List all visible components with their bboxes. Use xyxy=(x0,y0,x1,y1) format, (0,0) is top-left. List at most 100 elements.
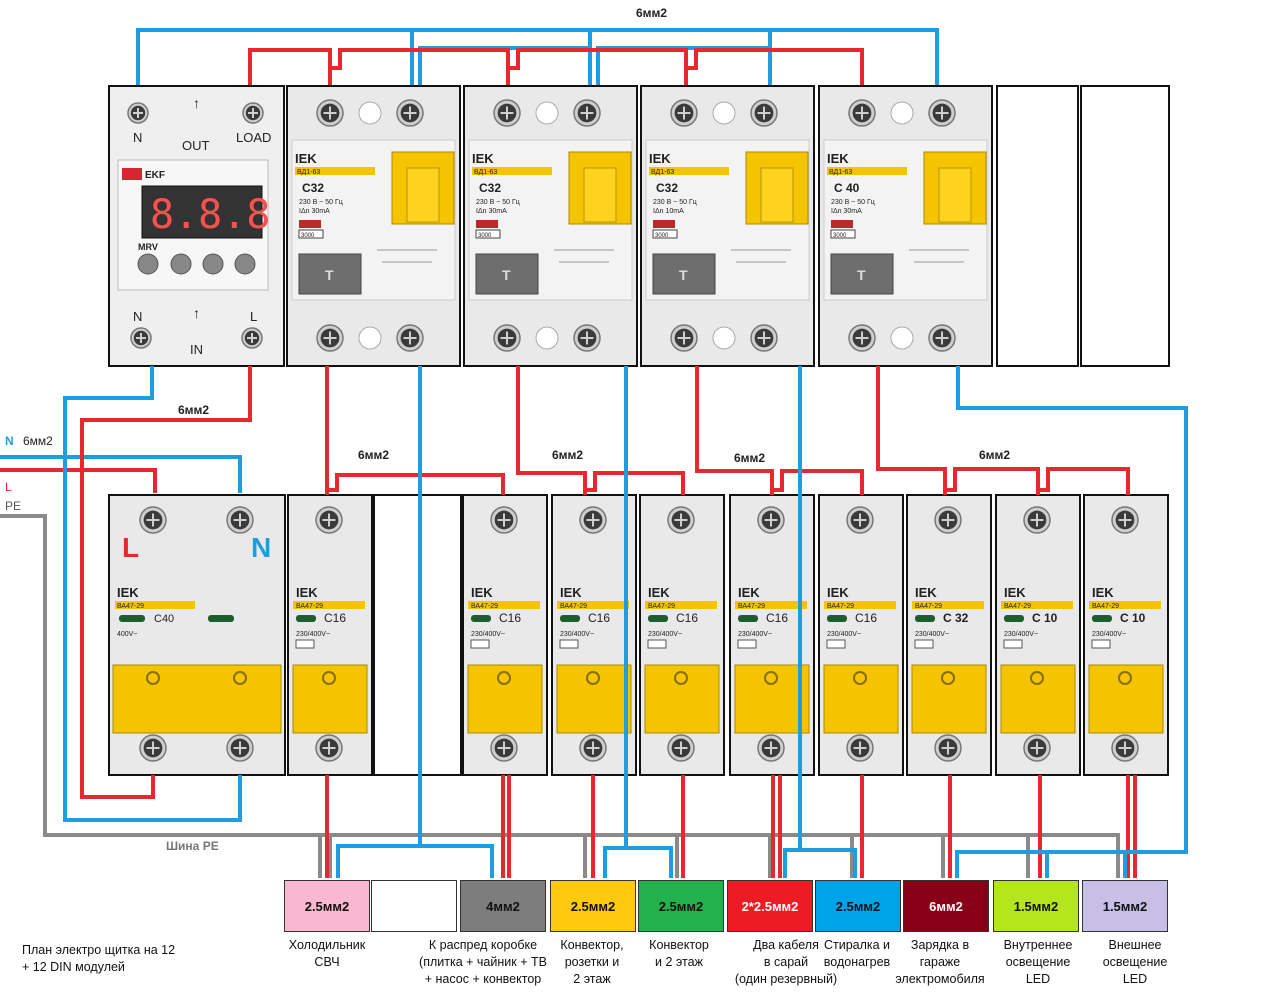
input-feed-label: 6мм2 xyxy=(178,403,210,417)
rcd-brand: IEK xyxy=(827,151,849,166)
rcd-hole xyxy=(890,326,914,350)
phase-bus-wire xyxy=(684,48,864,86)
screw-slot xyxy=(1030,513,1044,527)
toggle-mark xyxy=(586,671,600,685)
screw-slot xyxy=(935,106,949,120)
breaker-indicator xyxy=(471,615,491,622)
rcd-test-button xyxy=(475,253,539,295)
breaker-band xyxy=(645,601,717,609)
screw-slot xyxy=(677,106,691,120)
neutral-bus-wire xyxy=(136,28,414,86)
rcd3-phase-out xyxy=(695,366,774,495)
screw-slot xyxy=(323,106,337,120)
phase-bus-wire xyxy=(328,48,510,86)
rcd-toggle-lever xyxy=(760,167,794,223)
cable-size-box: 1.5мм2 xyxy=(993,880,1079,932)
breaker-code-box xyxy=(1003,639,1023,649)
main-breaker-toggle xyxy=(112,664,282,734)
relay-button xyxy=(202,253,224,275)
rcd-spec: 230 В ~ 50 Гц xyxy=(299,199,343,206)
group3-label: 6мм2 xyxy=(734,451,766,465)
cable-size-box: 2.5мм2 xyxy=(815,880,901,932)
neutral-input-wire xyxy=(0,455,242,493)
screw-slot xyxy=(853,513,867,527)
cable-caption: Внешнее освещение LED xyxy=(1102,938,1168,986)
rcd-spec: IΔn 30mA xyxy=(476,208,507,215)
rcd-code: 3000 xyxy=(301,233,315,239)
screw-slot xyxy=(497,741,511,755)
group3-phase-bus xyxy=(772,469,864,495)
breaker-indicator xyxy=(296,615,316,622)
ekf-logo-mark xyxy=(122,168,142,180)
breaker-brand: IEK xyxy=(560,585,582,600)
screw-slot xyxy=(764,513,778,527)
cable-size-box: 1.5мм2 xyxy=(1082,880,1168,932)
screw-slot xyxy=(586,741,600,755)
rcd-code: 3000 xyxy=(833,233,847,239)
screw-slot xyxy=(580,106,594,120)
breaker-series: ВА47-29 xyxy=(471,603,498,610)
rcd-hole xyxy=(535,326,559,350)
breaker-series: ВА47-29 xyxy=(827,603,854,610)
main-breaker-series: ВА47-29 xyxy=(117,603,144,610)
cable-caption: Внутреннее освещение LED xyxy=(1003,938,1073,986)
breaker-voltage: 230/400V~ xyxy=(296,631,330,638)
relay-display xyxy=(141,185,263,239)
breaker-rating: C 32 xyxy=(943,611,969,625)
cable-size-box: 2*2.5мм2 xyxy=(727,880,813,932)
main-breaker-rating: C40 xyxy=(154,613,174,625)
rcd-hole xyxy=(358,326,382,350)
breaker-voltage: 230/400V~ xyxy=(560,631,594,638)
rcd-rating: C32 xyxy=(479,181,501,195)
rcd-brand: IEK xyxy=(472,151,494,166)
relay-load-label: LOAD xyxy=(236,130,271,145)
breaker-indicator xyxy=(648,615,668,622)
screw-slot xyxy=(500,331,514,345)
relay-button xyxy=(170,253,192,275)
rcd-schematic xyxy=(554,249,614,263)
breaker-brand: IEK xyxy=(915,585,937,600)
screw-slot xyxy=(941,513,955,527)
breaker-series: ВА47-29 xyxy=(1004,603,1031,610)
breaker-brand: IEK xyxy=(1092,585,1114,600)
breaker-toggle xyxy=(823,664,899,734)
breaker-rating: C16 xyxy=(499,611,521,625)
breaker-toggle xyxy=(1088,664,1164,734)
relay-brand: EKF xyxy=(145,170,165,181)
breaker-voltage: 230/400V~ xyxy=(1092,631,1126,638)
breaker-band xyxy=(735,601,807,609)
rcd-series-band xyxy=(472,167,552,175)
breaker-voltage: 230/400V~ xyxy=(827,631,861,638)
rcd-rating: C32 xyxy=(656,181,678,195)
rcd-toggle-lever xyxy=(406,167,440,223)
relay-button xyxy=(234,253,256,275)
screw-slot xyxy=(136,333,146,343)
cable-caption: Холодильник СВЧ xyxy=(288,938,366,969)
rcd-schematic xyxy=(377,249,437,263)
rcd4-neutral-out xyxy=(955,366,1188,878)
neutral-input-label: N xyxy=(5,434,14,448)
screw-slot xyxy=(323,331,337,345)
pe-input-label: PE xyxy=(5,499,22,513)
breaker-code-box xyxy=(914,639,934,649)
screw-slot xyxy=(500,106,514,120)
empty-slot xyxy=(996,85,1079,367)
rcd-hole xyxy=(712,326,736,350)
rcd-series-band xyxy=(295,167,375,175)
cable-size-box: 2.5мм2 xyxy=(638,880,724,932)
breaker-band xyxy=(293,601,365,609)
rcd-indicator xyxy=(476,220,498,228)
relay-model: MRV xyxy=(138,242,158,252)
screw-slot xyxy=(757,331,771,345)
rcd-schematic xyxy=(909,249,969,263)
screw-slot xyxy=(1118,741,1132,755)
rcd-test-button xyxy=(652,253,716,295)
rcd-series: ВД1-63 xyxy=(297,169,320,176)
screw-slot xyxy=(497,513,511,527)
relay-out-label: OUT xyxy=(182,138,210,153)
